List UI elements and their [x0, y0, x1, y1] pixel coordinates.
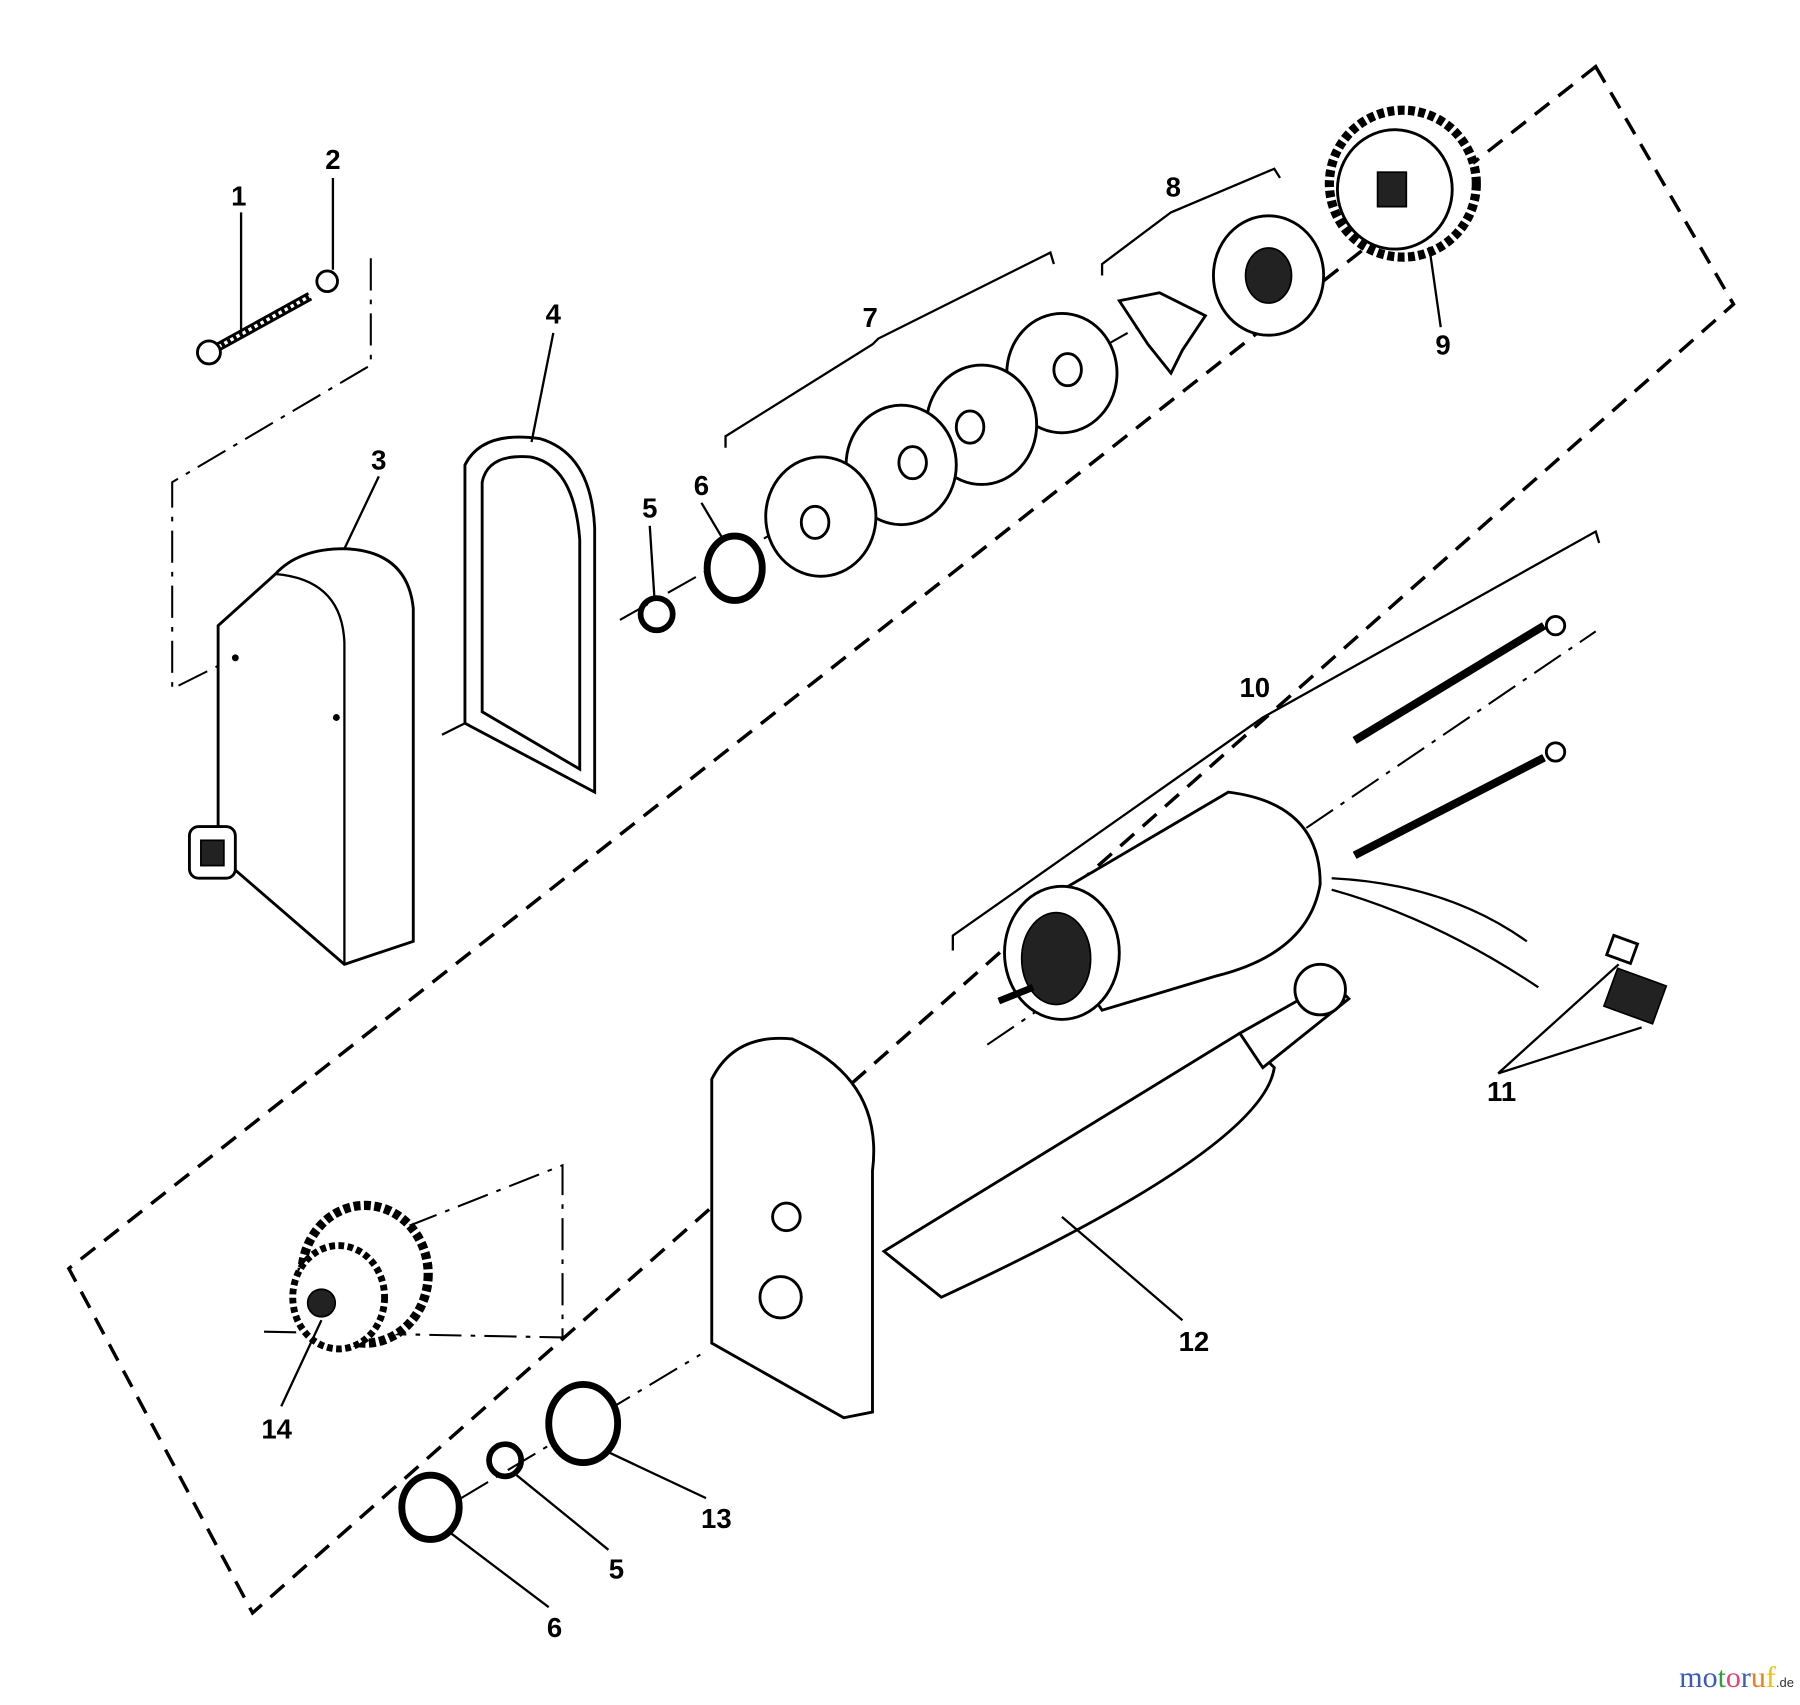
- watermark-suffix: .de: [1775, 1675, 1794, 1690]
- callout-9: 9: [1435, 330, 1450, 361]
- watermark-letter: o: [1702, 1661, 1718, 1694]
- part-11-connectors: [1602, 933, 1668, 1025]
- part-4-gasket: [463, 435, 597, 795]
- leader-lines: [239, 167, 1642, 1609]
- callout-1: 1: [231, 180, 246, 211]
- part-5-retaining-ring: [637, 595, 676, 634]
- watermark-letter: m: [1679, 1661, 1703, 1694]
- part-7-disc-stack: [764, 311, 1119, 578]
- centerline-cover: [171, 258, 372, 691]
- part-14-gear: [289, 1200, 433, 1353]
- callout-12: 12: [1179, 1326, 1210, 1357]
- callout-5-lower: 5: [609, 1554, 624, 1585]
- part-2-nut: [315, 269, 339, 294]
- callout-7: 7: [863, 302, 878, 333]
- part-12-actuator: [710, 962, 1352, 1420]
- callout-3: 3: [371, 445, 386, 476]
- watermark-letter: r: [1740, 1661, 1751, 1694]
- callout-2: 2: [325, 144, 340, 175]
- watermark-letter: o: [1725, 1661, 1741, 1694]
- part-6-bushing-lower: [398, 1471, 463, 1543]
- part-3-gearbox-cover: [187, 547, 415, 966]
- callout-4: 4: [546, 299, 562, 330]
- callout-6: 6: [694, 470, 709, 501]
- watermark-letter: u: [1750, 1661, 1766, 1694]
- part-10-motor: [997, 615, 1567, 1021]
- centerline-gasket: [441, 722, 466, 736]
- callout-14: 14: [261, 1413, 292, 1444]
- watermark-letter: f: [1765, 1661, 1776, 1694]
- callout-6-lower: 6: [547, 1612, 562, 1643]
- part-13-washer: [545, 1381, 622, 1466]
- callout-13: 13: [701, 1503, 732, 1534]
- callout-10: 10: [1239, 672, 1270, 703]
- part-8-clutch: [1116, 214, 1326, 376]
- assembly-boundary: [66, 64, 1736, 1616]
- motoruf-watermark-logo: motoruf.de: [1679, 1661, 1794, 1695]
- callout-11: 11: [1487, 1076, 1516, 1107]
- part-1-screw: [196, 292, 313, 366]
- watermark-letter: t: [1717, 1661, 1726, 1694]
- part-6-bushing: [703, 532, 766, 604]
- callout-8: 8: [1166, 171, 1181, 202]
- callout-5: 5: [642, 493, 657, 524]
- part-5-retaining-ring-lower: [486, 1441, 525, 1480]
- part-9-gear: [1324, 105, 1481, 262]
